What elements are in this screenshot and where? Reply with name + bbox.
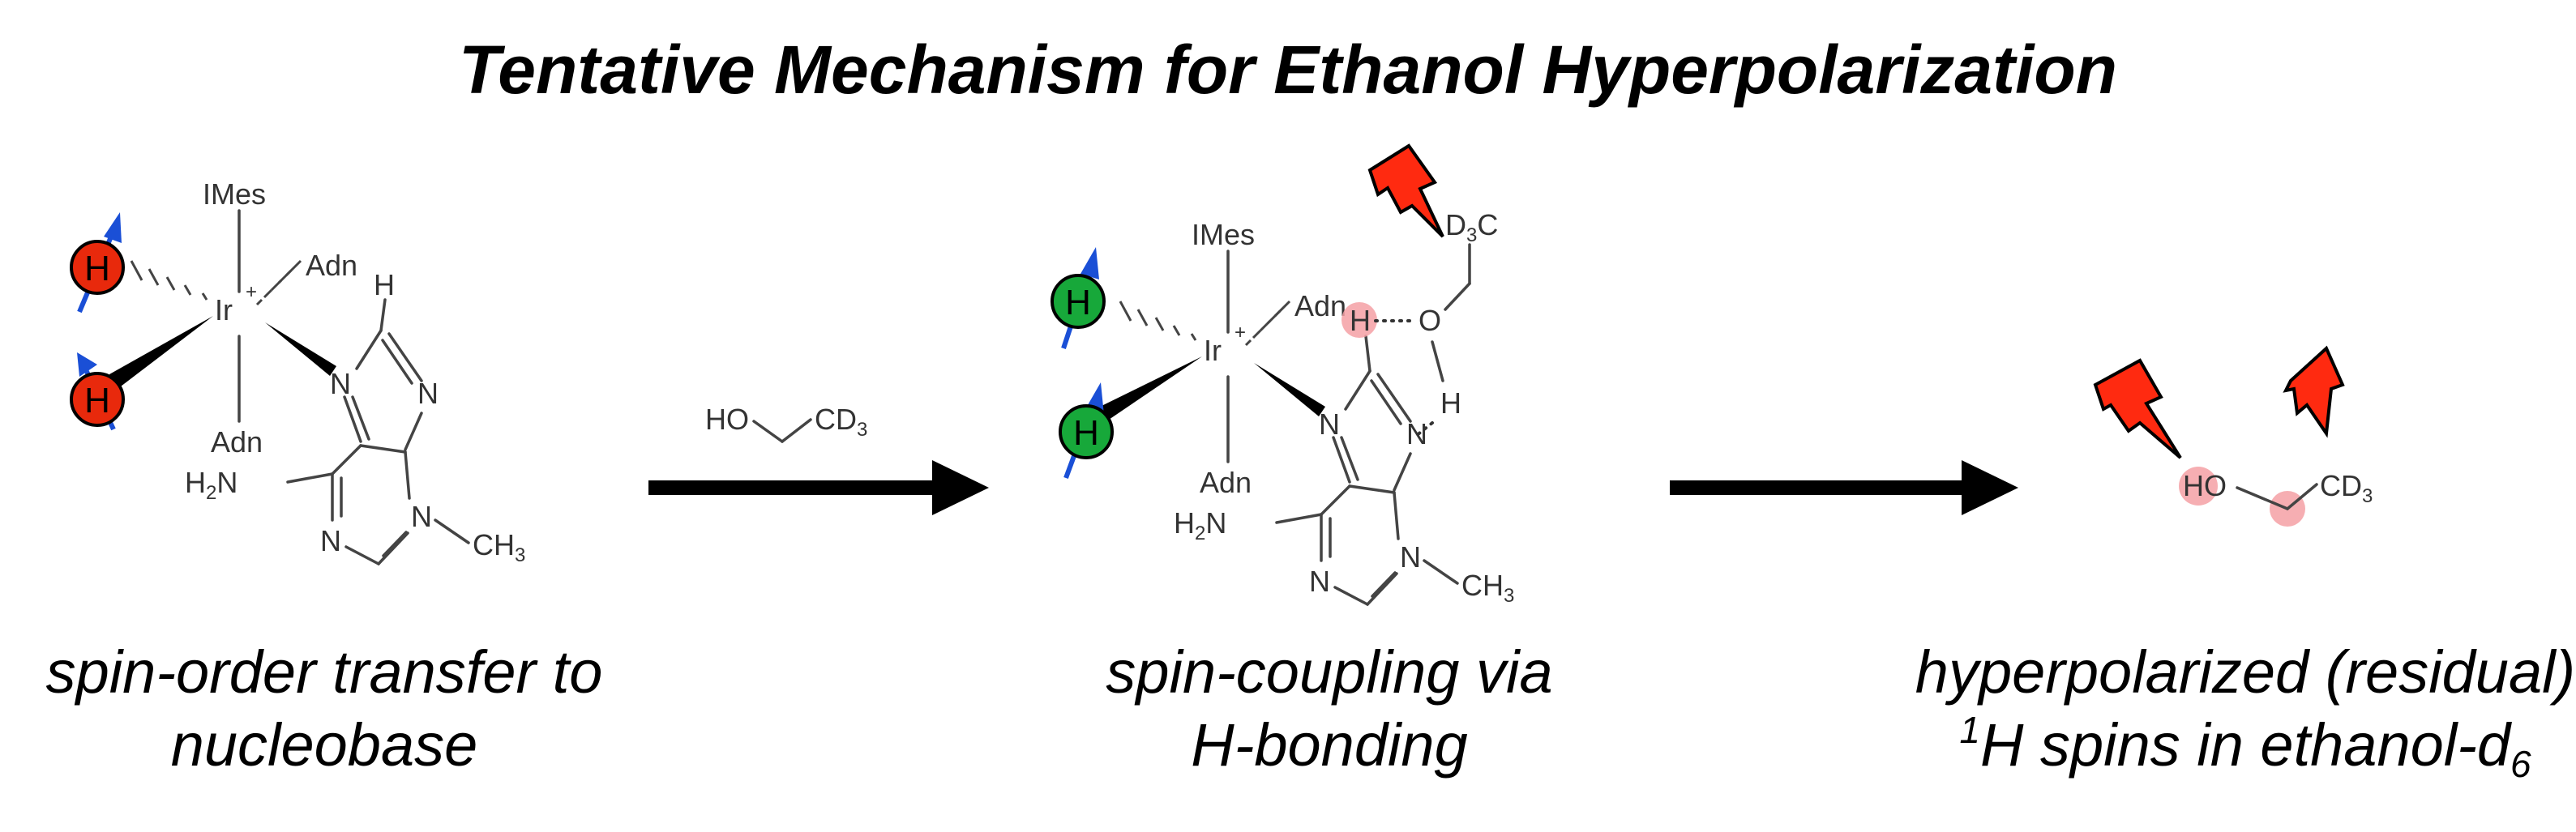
- panel-2-hydride-2: H: [1059, 382, 1114, 480]
- amino-group: H2N: [1174, 506, 1226, 544]
- svg-text:N: N: [320, 524, 341, 557]
- panel-3-caption-line-2: 1H spins in ethanol-d6: [1959, 709, 2531, 785]
- reagent-ethanol-d3: HO CD3: [705, 403, 867, 443]
- wedge-bond-hydride-2: [109, 316, 213, 389]
- reaction-arrow-1: [648, 460, 989, 515]
- panel-3-product: HO CD3: [2093, 345, 2373, 527]
- panel-1-complex: Ir + IMes Adn Adn N H N N N: [109, 177, 525, 566]
- methyl-group: CH3: [1461, 569, 1514, 607]
- ligand-adn-bottom: Adn: [1200, 466, 1252, 499]
- product-ho: HO: [2183, 469, 2227, 502]
- lightning-icon: [2283, 345, 2345, 438]
- panel-1-caption-line-1: spin-order transfer to: [46, 638, 603, 706]
- svg-text:H: H: [1073, 413, 1099, 453]
- hashed-bond-hydride-1: [130, 260, 208, 301]
- metal-charge: +: [246, 281, 257, 303]
- panel-1-caption-line-2: nucleobase: [171, 711, 478, 779]
- panel-2-hydride-1: H: [1051, 247, 1106, 349]
- wedge-bond-hydride-2: [1100, 356, 1202, 421]
- adenine-ring: N H N N N H2N CH3: [185, 268, 525, 566]
- ligand-imes: IMes: [203, 177, 266, 211]
- svg-text:N: N: [1309, 565, 1330, 598]
- svg-text:N: N: [1319, 407, 1340, 441]
- svg-text:H: H: [1065, 283, 1091, 322]
- svg-text:N: N: [1400, 540, 1421, 574]
- panel-1-hydride-2: H: [70, 352, 125, 431]
- product-cd3: CD3: [2320, 469, 2373, 507]
- lightning-icon: [1367, 143, 1444, 238]
- adenine-ring: N N N N H2N CH3: [1174, 335, 1514, 607]
- ligand-adn-right: Adn: [1294, 289, 1346, 322]
- svg-text:N: N: [330, 367, 351, 400]
- svg-text:H: H: [84, 249, 110, 288]
- metal-ir: Ir: [215, 293, 233, 326]
- hashed-bond-hydride-1: [1119, 301, 1197, 341]
- reaction-arrow-2: [1670, 460, 2018, 515]
- methyl-group: CH3: [473, 528, 525, 566]
- panel-2-caption-line-2: H-bonding: [1191, 711, 1467, 779]
- ligand-adn-bottom: Adn: [211, 425, 263, 459]
- svg-text:N: N: [417, 377, 439, 410]
- panel-1-hydride-1: H: [70, 212, 125, 314]
- panel-2-complex: Ir + IMes Adn Adn N N N N H2N: [1100, 208, 1514, 607]
- hyperpolarized-ring-h: H: [1350, 304, 1371, 337]
- metal-ir: Ir: [1204, 334, 1222, 367]
- ligand-imes: IMes: [1192, 218, 1255, 251]
- panel-2-caption-line-1: spin-coupling via: [1106, 638, 1552, 706]
- diagram-title: Tentative Mechanism for Ethanol Hyperpol…: [459, 32, 2117, 108]
- ethanol-oh-h: H: [1440, 386, 1461, 420]
- svg-text:CD3: CD3: [815, 403, 867, 441]
- ethanol-cd3: D3C: [1445, 208, 1498, 246]
- amino-group: H2N: [185, 466, 237, 504]
- svg-text:H: H: [84, 381, 110, 420]
- svg-text:N: N: [411, 500, 432, 533]
- svg-text:HO: HO: [705, 403, 749, 436]
- ring-h: H: [374, 268, 395, 301]
- metal-charge: +: [1235, 322, 1246, 343]
- ligand-adn-right: Adn: [306, 249, 357, 282]
- panel-3-caption-line-1: hyperpolarized (residual): [1915, 638, 2575, 706]
- bound-ethanol: H O D3C H: [1341, 208, 1498, 437]
- ethanol-oxygen: O: [1419, 304, 1441, 337]
- lightning-icon: [2093, 358, 2182, 459]
